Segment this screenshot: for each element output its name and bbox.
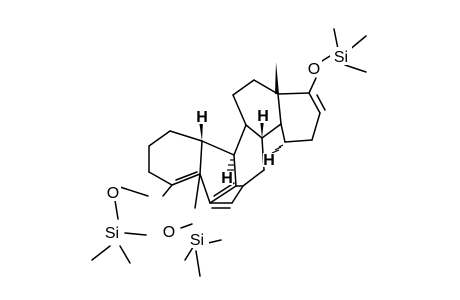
atom-h-c10: H xyxy=(221,170,233,187)
atom-si-bottom: Si xyxy=(190,232,204,249)
atom-h-c8: H xyxy=(257,108,269,125)
ring-b-bonds xyxy=(199,140,244,209)
h-c9-wedge xyxy=(199,121,203,141)
atom-o-top: O xyxy=(308,61,320,78)
atom-h-c9: H xyxy=(196,109,208,126)
ring-a-bonds xyxy=(148,130,203,186)
atom-si-top: Si xyxy=(334,49,348,66)
atom-si-left: Si xyxy=(105,225,119,242)
ring-c-bonds xyxy=(232,79,282,187)
atom-o-bottom: O xyxy=(163,224,175,241)
ring-d-bonds xyxy=(277,92,326,143)
stereo-hash-bonds xyxy=(227,144,284,171)
atom-o-left: O xyxy=(107,185,119,202)
methyl-wedge xyxy=(275,62,279,94)
atom-h-c14: H xyxy=(263,152,275,169)
h-c8-wedge xyxy=(260,120,264,138)
